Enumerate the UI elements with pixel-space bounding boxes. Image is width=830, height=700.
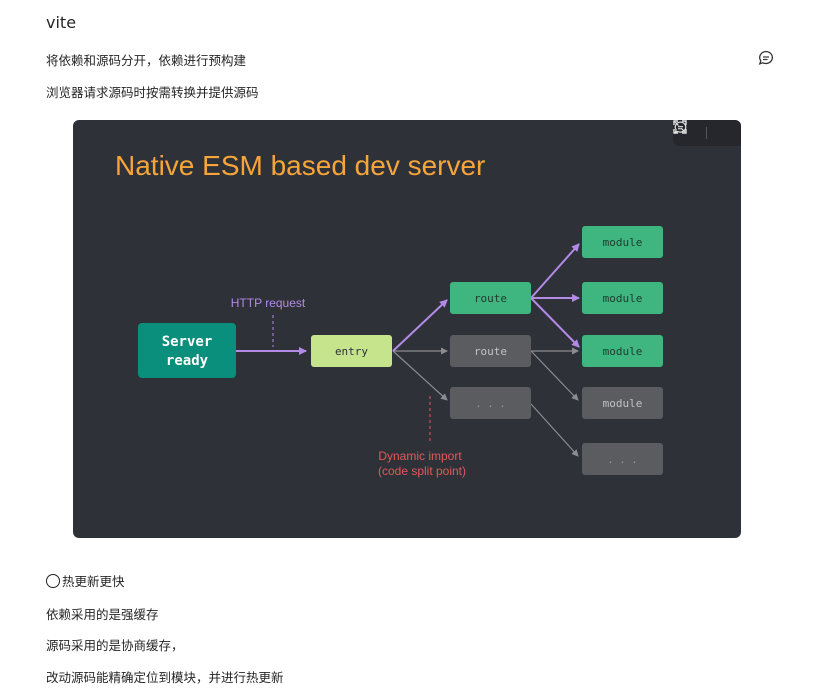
route-node-2 xyxy=(450,335,531,367)
circle-bullet-icon xyxy=(46,573,60,588)
toolbar-divider xyxy=(706,127,708,139)
image-comment-button[interactable] xyxy=(674,121,695,141)
module-node-1 xyxy=(582,226,663,258)
module-label-2: module xyxy=(603,292,643,305)
dynamic-import-label-1: Dynamic import xyxy=(378,449,462,463)
module-label-4: module xyxy=(603,397,643,410)
paragraph-1: 将依赖和源码分开，依赖进行预构建 xyxy=(46,53,247,68)
comment-icon xyxy=(674,121,687,134)
module-node-2 xyxy=(582,282,663,314)
paragraph-3: 依赖采用的是强缓存 xyxy=(46,607,159,622)
route-node-1 xyxy=(450,282,531,314)
dots-label-2: . . . xyxy=(607,455,637,466)
diagram-title: Native ESM based dev server xyxy=(115,150,485,181)
route-label-1: route xyxy=(474,292,507,305)
module-label-3: module xyxy=(603,345,643,358)
dynamic-import-label-2: (code split point) xyxy=(378,464,466,478)
list-item: 热更新更快 xyxy=(46,571,125,590)
dots-node-2 xyxy=(582,443,663,475)
comment-button[interactable] xyxy=(757,49,775,67)
comment-icon xyxy=(758,50,773,65)
paragraph-5: 改动源码能精确定位到模块，并进行热更新 xyxy=(46,670,284,685)
entry-node xyxy=(311,335,392,367)
doc-title: vite xyxy=(46,13,77,32)
module-node-4 xyxy=(582,387,663,419)
arrow-route1-module3 xyxy=(530,297,580,348)
server-label-2: ready xyxy=(166,353,209,369)
dots-label-1: . . . xyxy=(475,399,505,410)
route-label-2: route xyxy=(474,345,507,358)
paragraph-2: 浏览器请求源码时按需转换并提供源码 xyxy=(46,85,259,100)
module-label-1: module xyxy=(603,236,643,249)
dev-server-diagram: Native ESM based dev server Server ready… xyxy=(115,150,663,478)
arrow-dots-dots xyxy=(530,403,579,457)
list-item-label: 热更新更快 xyxy=(62,574,125,589)
server-node xyxy=(138,323,236,378)
expand-icon xyxy=(673,120,687,134)
paragraph-4: 源码采用的是协商缓存， xyxy=(46,638,184,653)
server-label-1: Server xyxy=(162,334,213,350)
dots-node-1 xyxy=(450,387,531,419)
arrow-entry-route1 xyxy=(392,299,448,352)
arrow-route1-module1 xyxy=(530,243,580,299)
arrow-route2-module4 xyxy=(530,350,579,401)
arrow-entry-dots xyxy=(392,350,448,401)
entry-label: entry xyxy=(335,345,368,358)
image-expand-button[interactable] xyxy=(673,120,735,141)
http-request-label: HTTP request xyxy=(231,296,306,310)
diagram-image: Native ESM based dev server Server ready… xyxy=(73,120,741,538)
module-node-3 xyxy=(582,335,663,367)
image-toolbar xyxy=(673,120,741,146)
